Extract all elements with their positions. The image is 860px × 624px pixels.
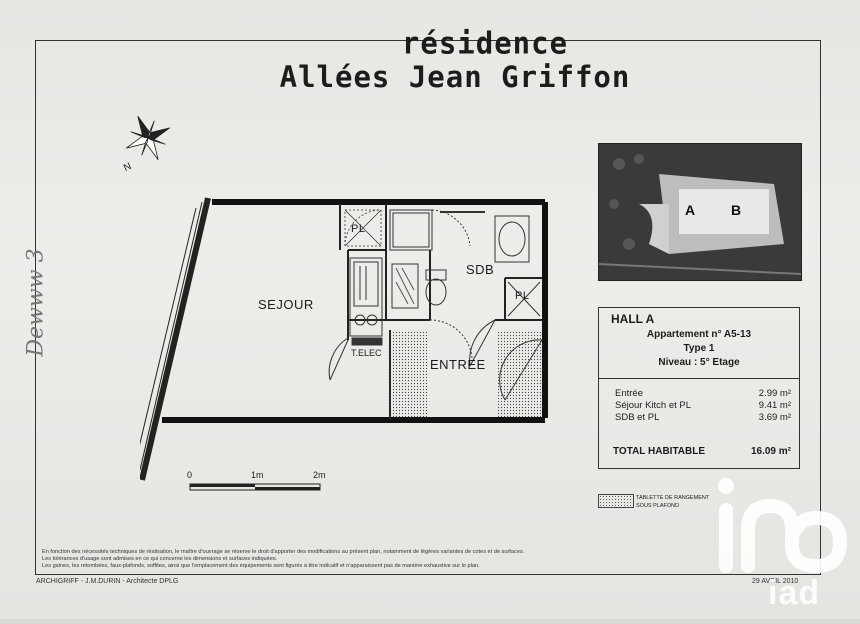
legal-notes: En fonction des nécessités techniques de… [42,549,702,570]
note-line-1: En fonction des nécessités techniques de… [42,549,525,555]
info-separator [599,378,799,379]
surface-value: 3.69 m² [758,412,791,423]
hall-label: HALL A [611,312,655,326]
sink-icon [494,215,530,263]
surface-value: 2.99 m² [758,388,791,399]
room-label-sdb: SDB [466,262,495,277]
iad-logo-icon [718,478,848,574]
apartment-info-box: HALL A Appartement n° A5-13 Type 1 Nivea… [598,307,800,469]
legend-line-2: SOUS PLAFOND [636,503,680,509]
apartment-type: Type 1 [683,343,715,354]
scale-label-0: 0 [187,470,193,480]
margin-handwriting: Dewww 3 [24,248,49,356]
storage-top [344,209,382,247]
residence-title: résidence [401,25,569,61]
surface-label: SDB et PL [615,412,660,423]
surface-label: Séjour Kitch et PL [615,400,692,411]
iad-watermark: iad [712,474,860,619]
scale-bar [189,483,321,491]
outer-walls [162,199,548,423]
apartment-level: Niveau : 5° Etage [658,357,740,368]
building-label-a: A [685,202,696,218]
building-label-b: B [731,202,742,218]
apartment-number: Appartement n° A5-13 [646,329,752,340]
note-line-2: Les tolérances d'usage sont admises en c… [42,556,278,562]
room-label-pl-top: PL [351,223,366,235]
floor-plan [140,197,548,481]
legend-line-1: TABLETTE DE RANGEMENT [636,495,710,501]
room-label-sejour: SEJOUR [258,297,314,312]
surface-row-sejour: Séjour Kitch et PL 9.41 m² [615,400,791,411]
room-label-pl-right: PL [515,290,530,302]
surface-label: Entrée [615,388,643,399]
window-wall [140,197,211,481]
site-plan-thumbnail: A B [598,143,802,281]
total-value: 16.09 m² [750,446,791,457]
note-line-3: Les gaines, les retombées, faux-plafonds… [42,563,480,569]
surface-row-sdb: SDB et PL 3.69 m² [615,412,791,423]
iad-watermark-text: iad [768,574,821,612]
plan-date: 29 AVRIL 2010 [752,578,799,585]
room-label-entree: ENTREE [430,357,486,372]
storage-right [507,281,541,317]
legend-text: TABLETTE DE RANGEMENT SOUS PLAFOND [636,494,709,510]
residence-name: Allées Jean Griffon [279,60,631,94]
label-telec: T.ELEC [351,348,382,358]
architect-credit: ARCHIGRIFF - J.M.DURIN - Architecte DPLG [36,578,179,585]
storage-shelves [390,330,542,418]
surface-value: 9.41 m² [758,400,791,411]
toilet-icon [425,269,447,306]
surface-row-entree: Entrée 2.99 m² [615,388,791,399]
sheet-frame [35,40,821,575]
surface-total-row: TOTAL HABITABLE 16.09 m² [613,446,791,457]
scale-label-1m: 1m [251,470,264,480]
legend-swatch [598,494,634,508]
scale-label-2m: 2m [313,470,326,480]
compass-rose-icon [126,116,170,160]
shower-icon [389,209,485,251]
margin-note-text: Dewww 3 [23,248,49,357]
site-plan-drawing [599,144,801,280]
kitchenette-icon [349,257,419,346]
total-label: TOTAL HABITABLE [613,446,706,457]
